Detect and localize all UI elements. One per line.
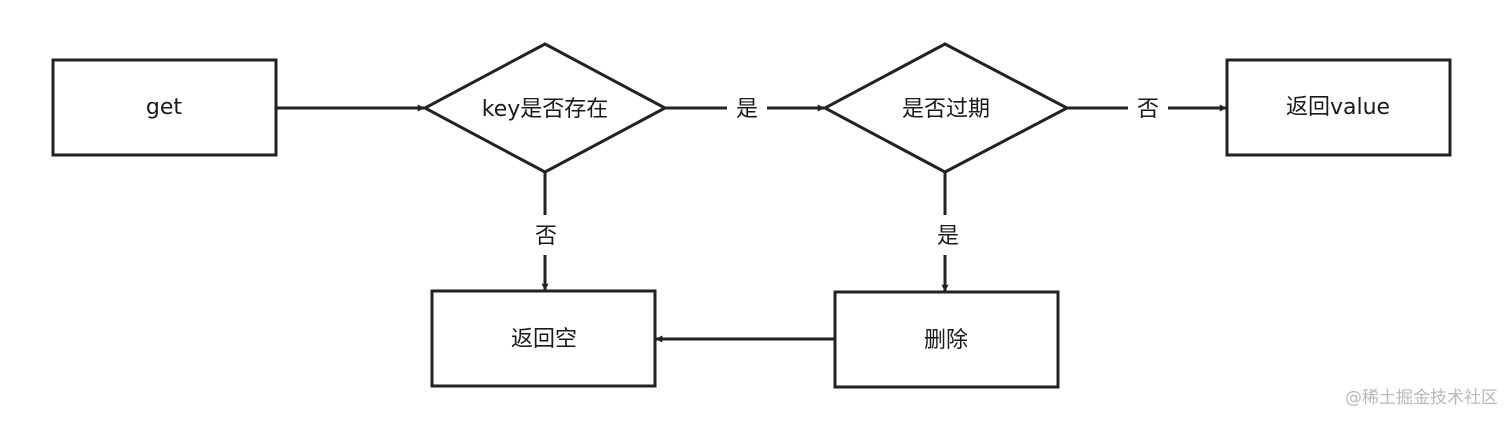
- watermark: @稀土掘金技术社区: [1345, 388, 1498, 408]
- node-return-value-box: [1225, 58, 1452, 157]
- node-delete-box: [833, 290, 1060, 389]
- edge-label-expired-no: 否: [1137, 97, 1159, 122]
- edge-label-key-exists-yes: 是: [736, 97, 758, 122]
- nodes: get key是否存在 是否过期 返回value 返回空 删除: [51, 42, 1452, 389]
- node-delete-label: 删除: [924, 328, 968, 353]
- node-expired-diamond: [821, 42, 1071, 174]
- node-return-empty-box: [430, 289, 657, 388]
- node-key-exists-label: key是否存在: [482, 97, 609, 122]
- edge-label-key-exists-no: 否: [535, 224, 557, 249]
- node-key-exists-diamond: [421, 42, 669, 174]
- edge-label-expired-yes: 是: [937, 224, 959, 249]
- node-return-empty-label: 返回空: [511, 327, 577, 352]
- node-return-value-label: 返回value: [1286, 95, 1390, 120]
- node-expired-label: 是否过期: [902, 97, 990, 122]
- edge-labels: 是 否 否 是: [535, 97, 1159, 249]
- edges: [277, 104, 1227, 343]
- node-get-box: [51, 58, 278, 157]
- node-get-label: get: [146, 95, 183, 120]
